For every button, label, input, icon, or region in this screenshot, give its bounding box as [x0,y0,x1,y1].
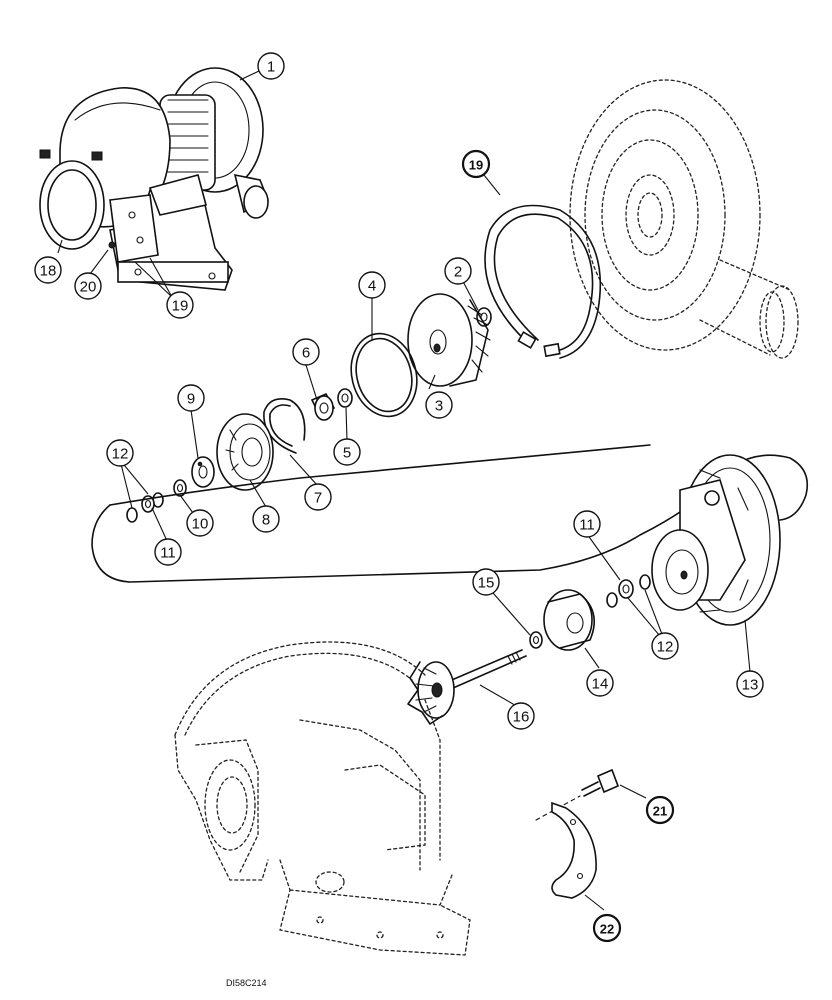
callout-15: 15 [472,568,500,596]
kit-boundary-outline [91,454,809,583]
svg-text:9: 9 [187,391,195,408]
callout-12-right: 12 [651,632,679,660]
callout-13: 13 [736,670,764,698]
svg-text:6: 6 [302,345,310,362]
part-13-center-housing [651,454,781,626]
svg-text:13: 13 [742,677,759,694]
callout-11-right: 11 [573,510,601,538]
callout-20: 20 [74,272,102,300]
svg-text:1: 1 [267,59,275,76]
part-14-seal-plate [543,589,596,651]
svg-text:12: 12 [657,639,674,656]
callout-19-ring: 19 [461,149,491,179]
callout-12-left: 12 [106,439,134,467]
drawing-code: DI58C214 [226,978,267,988]
svg-text:7: 7 [314,490,322,507]
svg-text:5: 5 [343,445,351,462]
svg-text:19: 19 [469,158,483,173]
callout-21: 21 [645,795,675,825]
callout-19-bracket: 19 [166,291,194,319]
svg-text:11: 11 [160,545,176,562]
leader-lines [57,70,751,911]
part-16-turbine-wheel-shaft [407,649,527,725]
callout-5: 5 [333,438,361,466]
svg-text:22: 22 [600,922,614,937]
part-19-clamp-ring [484,204,602,359]
svg-text:21: 21 [653,804,667,819]
part-15-piston-ring [529,631,543,649]
callout-10: 10 [186,509,214,537]
callout-3: 3 [425,391,453,419]
callout-11-left: 11 [154,538,182,566]
turbocharger-assembly [39,67,270,291]
callout-9: 9 [177,384,205,412]
turbine-housing-outline-bottom [174,641,471,956]
part-21-bolt [581,768,620,797]
svg-text:20: 20 [80,279,97,296]
svg-text:15: 15 [478,575,495,592]
svg-text:11: 11 [579,517,595,534]
svg-text:10: 10 [192,516,209,533]
part-4-seal-ring [350,332,418,418]
callout-8: 8 [252,505,280,533]
part-22-clamp-segment [551,801,597,899]
svg-text:4: 4 [368,278,376,295]
callout-16: 16 [507,702,535,730]
part-3-compressor-wheel [407,293,491,387]
turbine-housing-outline-top [569,79,799,359]
svg-text:16: 16 [513,709,530,726]
svg-text:12: 12 [112,446,129,463]
svg-text:3: 3 [435,398,443,415]
callout-4: 4 [358,271,386,299]
callout-7: 7 [304,483,332,511]
callout-1: 1 [257,52,285,80]
svg-text:14: 14 [592,676,609,693]
part-6-collar [310,392,336,421]
bearing-group-right [606,574,651,608]
part-10-spacer [173,479,187,497]
svg-text:2: 2 [454,264,462,281]
part-8-thrust-plate [216,413,274,491]
svg-text:8: 8 [262,512,270,529]
svg-text:18: 18 [40,263,57,280]
callout-18: 18 [34,256,62,284]
part-5-washer [337,388,353,408]
callout-6: 6 [292,338,320,366]
svg-text:19: 19 [172,298,189,315]
callout-22: 22 [592,913,622,943]
callout-14: 14 [586,669,614,697]
part-9-thrust-collar [191,456,215,488]
callout-2: 2 [444,257,472,285]
